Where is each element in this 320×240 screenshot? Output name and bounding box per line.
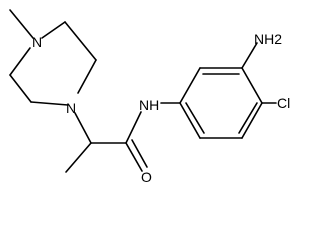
- atom-label-cl: Cl: [277, 95, 290, 111]
- structure-canvas: N N NH O NH2 Cl: [9, 9, 290, 185]
- bond: [9, 47, 31, 76]
- bond: [185, 102, 205, 134]
- bond: [9, 74, 32, 103]
- benzene-ring: [160, 42, 277, 139]
- bond: [131, 139, 148, 168]
- molecule-drawing: N N NH O NH2 Cl: [9, 9, 290, 185]
- bond: [30, 101, 69, 106]
- atom-label-nh: NH: [139, 97, 159, 113]
- bond: [241, 42, 258, 69]
- bond: [241, 67, 263, 104]
- bond: [9, 9, 34, 39]
- bond: [64, 21, 97, 61]
- bond: [74, 112, 92, 144]
- piperazine-ring: [9, 9, 97, 106]
- side-chain: [65, 111, 148, 173]
- bond: [125, 142, 143, 172]
- bond: [238, 102, 258, 134]
- atom-label-o: O: [141, 169, 152, 185]
- bond: [65, 142, 92, 173]
- bond: [179, 67, 201, 104]
- bond: [179, 102, 201, 139]
- atom-label-n-bottom: N: [66, 100, 76, 116]
- bond: [241, 102, 263, 139]
- bond: [125, 111, 142, 144]
- atom-label-n-top: N: [32, 34, 42, 50]
- bond: [41, 21, 66, 39]
- bond: [77, 59, 97, 94]
- atom-label-nh2: NH2: [254, 31, 282, 47]
